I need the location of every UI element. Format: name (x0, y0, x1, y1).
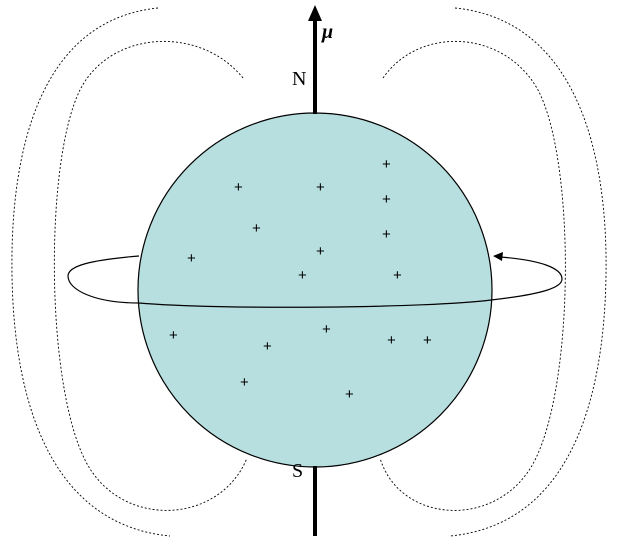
magnetic-axis (308, 5, 322, 536)
field-line-inner-right (379, 40, 566, 511)
positive-charges: + + + + + + + + + + + + + + + + + (169, 156, 432, 403)
charge-plus: + (345, 386, 354, 403)
charge-plus: + (382, 156, 391, 173)
field-line-outer-right (449, 7, 607, 537)
field-lines (11, 7, 607, 537)
south-pole-label: S (292, 460, 303, 482)
current-loop-right-arc (490, 256, 563, 301)
magnetic-moment-label: μ (321, 21, 333, 43)
charge-plus: + (169, 327, 178, 344)
charge-plus: + (252, 220, 261, 237)
charge-plus: + (382, 226, 391, 243)
charge-plus: + (423, 332, 432, 349)
charge-plus: + (298, 267, 307, 284)
charge-plus: + (263, 338, 272, 355)
charge-plus: + (316, 243, 325, 260)
charge-plus: + (240, 374, 249, 391)
charge-plus: + (234, 179, 243, 196)
current-loop-left-arc (67, 255, 140, 304)
current-loop (67, 252, 563, 308)
charge-plus: + (316, 179, 325, 196)
current-direction-arrow (493, 252, 503, 261)
charge-plus: + (387, 332, 396, 349)
charge-plus: + (393, 267, 402, 284)
charge-plus: + (382, 191, 391, 208)
current-loop-front-arc (138, 299, 492, 308)
charge-plus: + (322, 321, 331, 338)
north-pole-label: N (292, 68, 306, 90)
field-line-inner-left (53, 41, 248, 511)
sphere (137, 112, 493, 468)
charge-plus: + (187, 250, 196, 267)
field-line-outer-left (11, 7, 171, 537)
moment-arrowhead (308, 5, 322, 21)
